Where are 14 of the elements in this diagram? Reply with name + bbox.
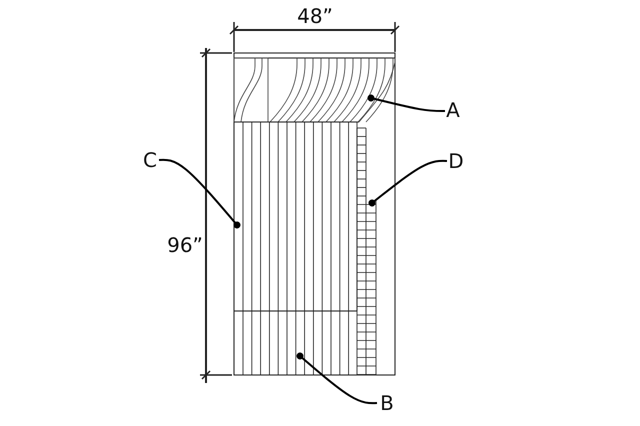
dimension-label: 48” xyxy=(297,6,333,26)
callout-letter: A xyxy=(446,100,460,120)
dimension-label: 96” xyxy=(167,235,203,255)
lower-strip-section xyxy=(234,310,358,376)
callout-letter: D xyxy=(448,151,464,171)
leader-line xyxy=(296,352,378,404)
grid-column xyxy=(356,128,376,376)
vertical-strip-section xyxy=(234,122,358,312)
callout-letter: B xyxy=(380,393,394,413)
callout-letter: C xyxy=(143,150,157,170)
leader-line xyxy=(158,158,240,228)
curved-strip-section xyxy=(234,58,396,122)
leader-line xyxy=(368,94,446,112)
leader-line xyxy=(368,160,448,206)
